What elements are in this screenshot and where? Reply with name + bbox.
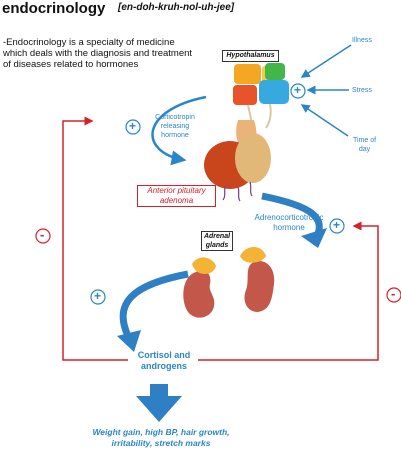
crh-label: Corticotropin releasing hormone (148, 113, 202, 140)
input-stress: Stress (352, 87, 372, 94)
minus-sign: - (40, 227, 45, 242)
kidney-right (244, 260, 275, 312)
crh-line-1: Corticotropin (155, 114, 195, 121)
cortisol-label: Cortisol and androgens (128, 350, 200, 372)
page-title: endocrinology (2, 0, 106, 17)
adenoma-line-1: Anterior pituitary (147, 186, 206, 195)
adrenal-line-2: glands (205, 242, 229, 249)
input-illness: Illness (352, 37, 372, 44)
acth-line-2: hormone (273, 223, 305, 232)
plus-sign: + (294, 83, 302, 97)
effects-line-1: Weight gain, high BP, hair growth, (92, 427, 230, 437)
crh-line-3: hormone (161, 132, 189, 139)
acth-line-1: Adrenocorticotropic (254, 213, 324, 222)
input-time-of-day-line-1: Time of (353, 137, 377, 144)
adenoma-line-2: adenoma (159, 196, 194, 205)
adenoma-label: Anterior pituitary adenoma (137, 185, 216, 207)
hypothalamus-label: Hypothalamus (222, 50, 279, 62)
adrenal-line-1: Adrenal (203, 233, 231, 240)
acth-label: Adrenocorticotropic hormone (247, 213, 331, 233)
description-line-2: which deals with the diagnosis and treat… (3, 48, 193, 59)
hypothalamus-block-blue (259, 80, 289, 104)
plus-sign: + (129, 119, 137, 133)
description-line-1: -Endocrinology is a specialty of medicin… (3, 37, 175, 48)
pituitary-lobe (235, 133, 271, 183)
effects-line-2: irritability, stretch marks (111, 438, 211, 448)
hypothalamus-block-orange (234, 64, 261, 84)
cortisol-line-1: Cortisol and (137, 350, 191, 360)
hypothalamus-block-green (265, 63, 285, 80)
input-time-of-day: Time of day (353, 136, 376, 154)
plus-sign: + (94, 289, 102, 303)
description-line-3: of diseases related to hormones (3, 59, 139, 70)
minus-sign: - (391, 286, 396, 301)
cortisol-line-2: androgens (140, 361, 187, 371)
effects-label: Weight gain, high BP, hair growth, irrit… (68, 427, 254, 449)
pronunciation: [en-doh-kruh-nol-uh-jee] (118, 2, 235, 13)
plus-sign: + (333, 218, 341, 232)
adrenal-label: Adrenal glands (201, 231, 233, 251)
input-time-of-day-line-2: day (358, 146, 371, 153)
hypothalamus-block-red (233, 85, 257, 105)
kidney-left (183, 270, 215, 318)
crh-line-2: releasing (160, 123, 190, 130)
